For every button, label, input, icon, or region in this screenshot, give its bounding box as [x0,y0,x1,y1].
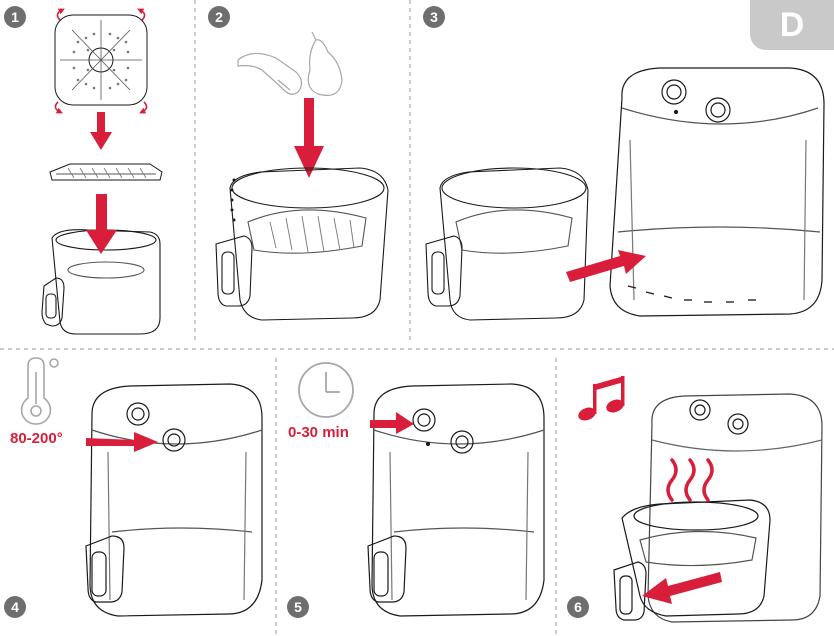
step-number-1: 1 [4,6,26,28]
step-number-6: 6 [567,596,589,618]
step-number-2: 2 [208,6,230,28]
music-note-icon [578,376,625,421]
down-arrow-into-basket [86,194,117,254]
step-number-4: 4 [4,596,26,618]
section-letter-tab: D [750,0,834,50]
step-number-5: 5 [287,596,309,618]
down-arrow [90,112,112,150]
basket-step-3 [425,167,589,321]
basket-step-2 [215,167,389,321]
crisper-plate-top-view [54,14,148,106]
clock-icon [298,362,354,418]
air-fryer-step-6 [613,393,823,623]
timer-arrow [370,412,414,434]
air-fryer-step-4 [85,383,263,617]
thermometer-icon [20,357,59,425]
crisper-plate-side-view [49,163,163,181]
heat-waves-icon [666,458,714,502]
insert-arrow [566,250,646,282]
air-fryer-step-5 [367,383,545,617]
temperature-arrow [86,432,158,452]
down-arrow-panel-2 [294,98,324,178]
temperature-range-label: 80-200° [10,430,63,447]
air-fryer-step-3 [609,67,825,317]
step-number-3: 3 [423,6,445,28]
food-illustration [237,31,343,96]
pull-out-arrow [642,572,722,604]
rotate-arrow-icons [54,8,148,114]
timer-range-label: 0-30 min [288,424,349,441]
